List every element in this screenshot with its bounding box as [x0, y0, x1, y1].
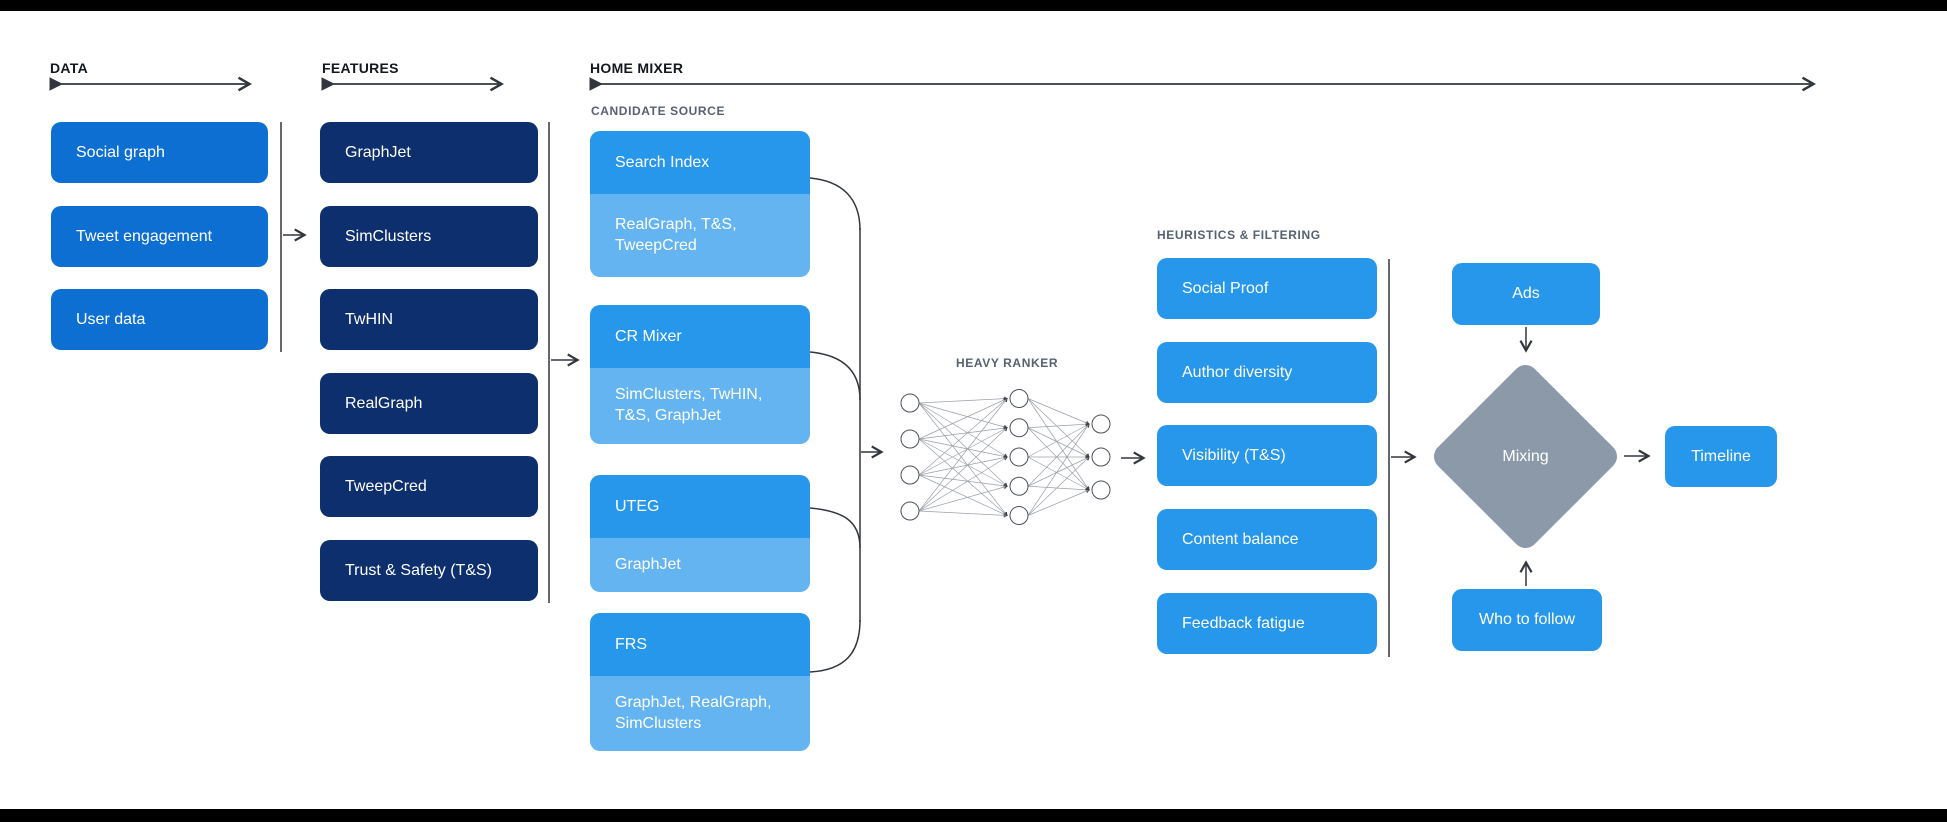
node-mixing-label: Mixing: [1502, 447, 1549, 465]
node-tweepcred: TweepCred: [320, 456, 538, 517]
node-ads: Ads: [1452, 263, 1600, 325]
network-edge: [1027, 398, 1090, 491]
node-simclusters: SimClusters: [320, 206, 538, 267]
card-frs: FRS GraphJet, RealGraph, SimClusters: [590, 613, 810, 751]
network-node: [1091, 480, 1111, 500]
network-node: [1009, 476, 1029, 496]
network-edge: [918, 402, 1008, 458]
section-label-features: FEATURES: [322, 60, 399, 76]
network-edge: [918, 397, 1008, 476]
card-search-index-title: Search Index: [590, 131, 810, 194]
network-edge: [918, 402, 1008, 517]
node-user-data: User data: [51, 289, 268, 350]
letterbox-bottom: [0, 809, 1947, 822]
network-node: [1009, 447, 1029, 467]
network-edge: [1027, 423, 1090, 487]
network-edge: [1027, 456, 1090, 491]
network-edge: [1027, 423, 1090, 516]
node-who-to-follow: Who to follow: [1452, 589, 1602, 651]
network-edge: [918, 397, 1008, 512]
network-edge: [918, 402, 1008, 487]
heavy-ranker-network: [900, 389, 1111, 525]
search-index-connector: [809, 177, 861, 231]
card-frs-sub: GraphJet, RealGraph, SimClusters: [590, 676, 810, 751]
frs-connector: [809, 619, 861, 673]
card-cr-mixer-sub: SimClusters, TwHIN, T&S, GraphJet: [590, 368, 810, 444]
network-node: [900, 465, 920, 485]
card-search-index-sub: RealGraph, T&S, TweepCred: [590, 194, 810, 277]
network-edge: [918, 427, 1008, 476]
network-edge: [1027, 423, 1090, 458]
card-uteg-title: UTEG: [590, 475, 810, 538]
card-frs-title: FRS: [590, 613, 810, 676]
network-edge: [918, 427, 1008, 512]
network-edge: [918, 474, 1008, 517]
network-edge: [1027, 398, 1090, 458]
node-content-balance: Content balance: [1157, 509, 1377, 570]
uteg-connector: [809, 507, 861, 549]
node-realgraph: RealGraph: [320, 373, 538, 434]
node-timeline: Timeline: [1665, 426, 1777, 487]
section-label-home-mixer: HOME MIXER: [590, 60, 684, 76]
node-author-diversity: Author diversity: [1157, 342, 1377, 403]
node-feedback-fatigue: Feedback fatigue: [1157, 593, 1377, 654]
letterbox-top: [0, 0, 1947, 11]
card-uteg-sub: GraphJet: [590, 538, 810, 592]
network-node: [1091, 414, 1111, 434]
network-node: [1009, 389, 1029, 408]
node-tweet-engagement: Tweet engagement: [51, 206, 268, 267]
network-edge: [918, 438, 1008, 517]
network-node: [900, 393, 920, 413]
network-edge: [918, 474, 1008, 489]
network-edge: [918, 402, 1008, 430]
card-cr-mixer: CR Mixer SimClusters, TwHIN, T&S, GraphJ…: [590, 305, 810, 444]
node-social-proof: Social Proof: [1157, 258, 1377, 319]
network-edge: [918, 438, 1008, 459]
subsection-label-heavy-ranker: HEAVY RANKER: [956, 356, 1059, 370]
section-label-data: DATA: [50, 60, 89, 76]
network-edge: [918, 396, 1008, 404]
node-graphjet: GraphJet: [320, 122, 538, 183]
network-edge: [1027, 489, 1090, 516]
card-search-index: Search Index RealGraph, T&S, TweepCred: [590, 131, 810, 277]
network-edge: [1027, 427, 1090, 491]
network-edge: [918, 484, 1008, 512]
network-edge: [1027, 398, 1090, 425]
network-edge: [1027, 456, 1090, 516]
network-edge: [918, 397, 1008, 440]
node-trust-safety: Trust & Safety (T&S): [320, 540, 538, 601]
network-edge: [1027, 485, 1090, 492]
network-edge: [918, 425, 1008, 440]
network-node: [1009, 506, 1029, 525]
network-node: [900, 429, 920, 449]
network-node: [1009, 418, 1029, 438]
network-edge: [1027, 456, 1090, 487]
network-node: [1091, 447, 1111, 467]
network-edge: [918, 456, 1008, 512]
subsection-label-candidate-source: CANDIDATE SOURCE: [591, 104, 726, 118]
card-uteg: UTEG GraphJet: [590, 475, 810, 592]
node-social-graph: Social graph: [51, 122, 268, 183]
subsection-label-heuristics: HEURISTICS & FILTERING: [1157, 228, 1321, 242]
network-edge: [918, 510, 1008, 518]
network-edge: [918, 455, 1008, 476]
network-node: [900, 501, 920, 521]
cr-mixer-connector: [809, 351, 861, 401]
node-mixing-diamond: Mixing: [1428, 359, 1623, 554]
node-visibility: Visibility (T&S): [1157, 425, 1377, 486]
network-edge: [1027, 427, 1090, 458]
card-cr-mixer-title: CR Mixer: [590, 305, 810, 368]
node-twhin: TwHIN: [320, 289, 538, 350]
network-edge: [918, 438, 1008, 487]
network-edge: [1027, 422, 1090, 429]
